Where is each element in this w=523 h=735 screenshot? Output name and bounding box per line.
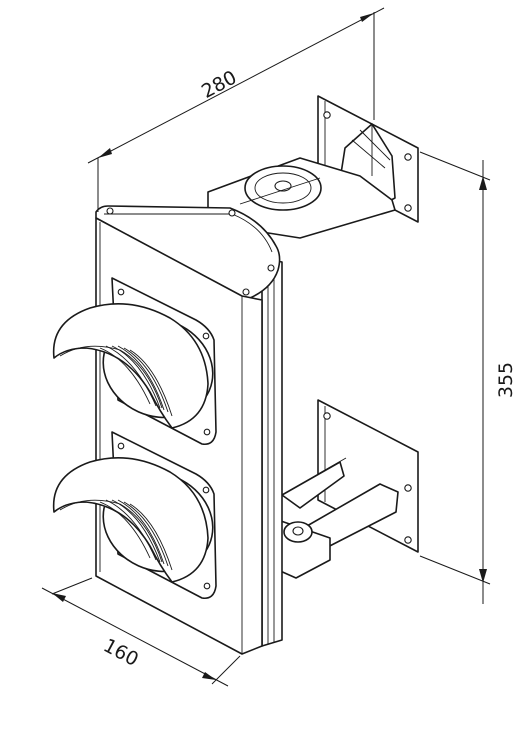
lower-signal-head	[52, 431, 217, 600]
lower-wall-bracket	[277, 399, 419, 579]
upper-signal-head	[52, 277, 217, 446]
depth-dimension-label: 160	[100, 634, 142, 670]
dimension-height: 355	[419, 151, 517, 604]
upper-wall-bracket	[207, 95, 419, 239]
height-dimension-label: 355	[495, 362, 517, 398]
width-dimension-label: 280	[198, 66, 240, 102]
